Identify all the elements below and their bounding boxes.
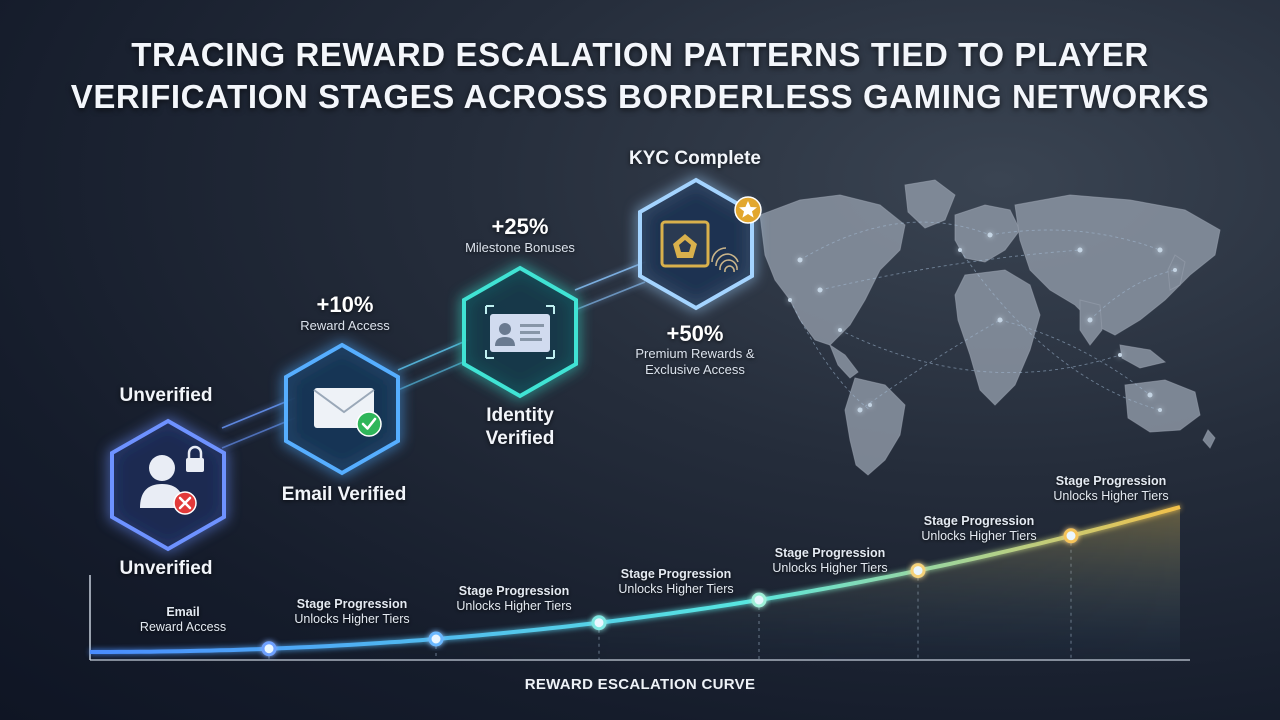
stage-kyc-label: KYC Complete — [629, 148, 761, 169]
curve-node — [910, 563, 926, 579]
stage-kyc-bonus-desc-2: Exclusive Access — [645, 362, 745, 377]
curve-label-title: Email — [166, 605, 200, 619]
email-check-icon — [313, 388, 382, 437]
reward-escalation-curve — [89, 505, 1190, 661]
curve-label-desc: Unlocks Higher Tiers — [921, 529, 1037, 543]
curve-label-title: Stage Progression — [620, 567, 732, 581]
curve-label-desc: Unlocks Higher Tiers — [456, 599, 572, 613]
curve-label-title: Stage Progression — [774, 546, 886, 560]
id-card-icon — [485, 305, 555, 359]
stage-connectors — [221, 261, 646, 449]
stage-hex-email — [284, 342, 400, 476]
stage-unverified-top-label: Unverified — [119, 385, 213, 406]
stage-email-label: Email Verified — [281, 484, 407, 505]
curve-area — [90, 507, 1180, 660]
curve-node — [1063, 528, 1079, 544]
curve-label-title: Stage Progression — [923, 514, 1035, 528]
stage-identity-bonus-desc: Milestone Bonuses — [465, 240, 575, 255]
curve-label-desc: Unlocks Higher Tiers — [294, 612, 410, 626]
stage-identity-bonus: +25% — [491, 214, 549, 239]
curve-label-desc: Reward Access — [139, 620, 227, 634]
curve-axis-title: REWARD ESCALATION CURVE — [524, 676, 756, 693]
curve-label-title: Stage Progression — [296, 597, 408, 611]
stage-unverified-bottom-label: Unverified — [119, 558, 213, 579]
title-line-2: VERIFICATION STAGES ACROSS BORDERLESS GA… — [70, 78, 1210, 115]
stage-hex-identity — [462, 265, 578, 399]
world-map-network-icon — [759, 179, 1221, 476]
curve-label-title: Stage Progression — [1055, 474, 1167, 488]
curve-label-title: Stage Progression — [458, 584, 570, 598]
star-badge-icon — [734, 196, 762, 224]
stage-email-bonus: +10% — [316, 292, 374, 317]
stage-identity-label-2: Verified — [485, 428, 555, 449]
curve-label-desc: Unlocks Higher Tiers — [1053, 489, 1169, 503]
curve-node — [428, 631, 444, 647]
curve-node — [751, 592, 767, 608]
stage-email-bonus-desc: Reward Access — [300, 318, 390, 333]
curve-label-desc: Unlocks Higher Tiers — [618, 582, 734, 596]
curve-label-desc: Unlocks Higher Tiers — [772, 561, 888, 575]
locked-user-icon — [140, 445, 204, 515]
stage-hex-kyc — [638, 177, 762, 311]
stage-identity-label-1: Identity — [486, 405, 554, 426]
title-line-1: TRACING REWARD ESCALATION PATTERNS TIED … — [131, 36, 1149, 73]
fingerprint-vault-icon — [660, 220, 739, 273]
curve-node — [591, 615, 607, 631]
page-title: TRACING REWARD ESCALATION PATTERNS TIED … — [0, 34, 1280, 118]
stage-kyc-bonus: +50% — [666, 321, 724, 346]
curve-node — [261, 641, 277, 657]
stage-kyc-bonus-desc-1: Premium Rewards & — [635, 346, 755, 361]
stage-hex-unverified — [110, 418, 226, 552]
